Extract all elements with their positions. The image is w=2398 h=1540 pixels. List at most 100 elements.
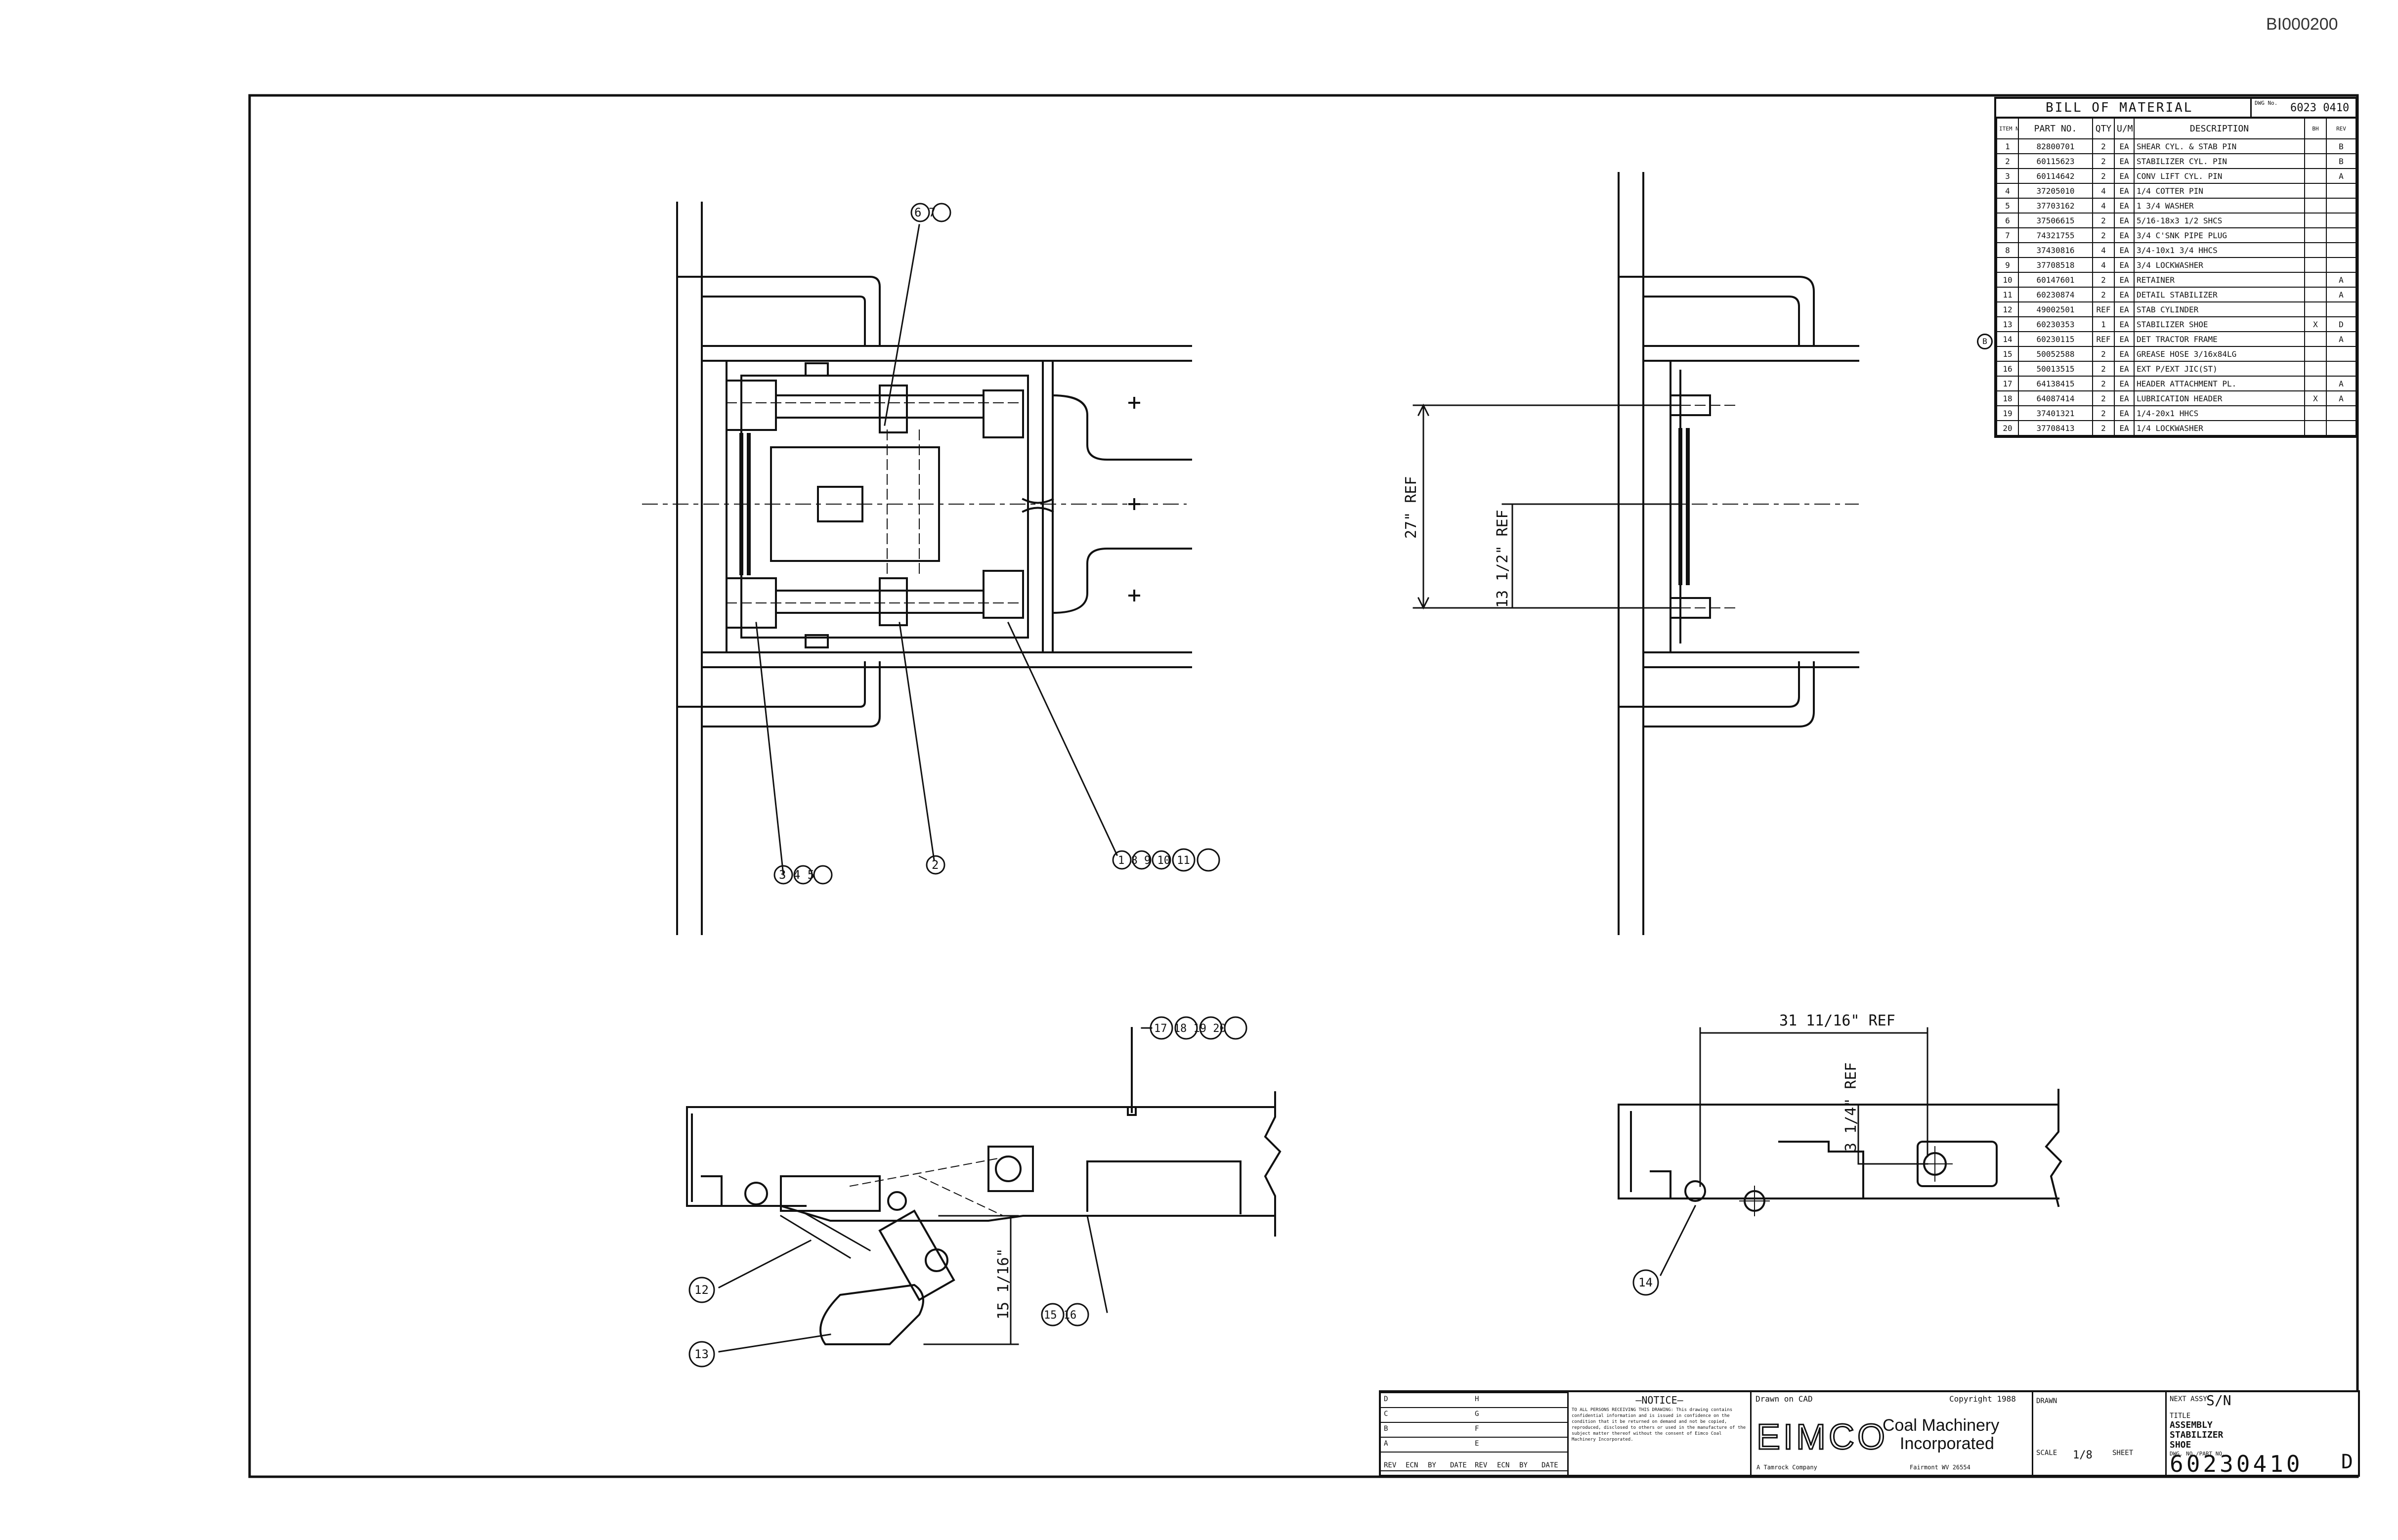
bom-cell [2304, 227, 2327, 243]
revision-cell: C [1384, 1410, 1388, 1418]
bom-cell: RETAINER [2134, 272, 2305, 288]
bom-cell: 2 [2092, 213, 2115, 228]
company-name-line2: Incorporated [1900, 1434, 1994, 1453]
plan-view-right [1618, 172, 1859, 935]
notice-body: TO ALL PERSONS RECEIVING THIS DRAWING: T… [1572, 1408, 1746, 1442]
bom-cell: 37708413 [2018, 420, 2093, 436]
bom-cell: A [2326, 272, 2356, 288]
bom-cell: 1/4 COTTER PIN [2134, 183, 2305, 199]
dimension-27 [1413, 403, 1681, 610]
title-line3: SHOE [2170, 1440, 2191, 1450]
bom-cell: EA [2114, 213, 2135, 228]
bom-cell: 2 [2092, 153, 2115, 169]
balloon-14: 14 [1638, 1276, 1653, 1289]
bom-cell: 2 [2092, 420, 2115, 436]
bom-cell: EA [2114, 227, 2135, 243]
revision-header-cell: REV [1475, 1461, 1488, 1469]
bom-cell: EA [2114, 168, 2135, 184]
bom-cell [2304, 153, 2327, 169]
bom-cell: 1 [1996, 138, 2019, 154]
bom-header-cell: PART NO. [2018, 118, 2093, 139]
bom-cell [2304, 168, 2327, 184]
bom-cell: 60115623 [2018, 153, 2093, 169]
company-sub: A Tamrock Company [1756, 1464, 1817, 1471]
bom-header-cell: DESCRIPTION [2134, 118, 2305, 139]
bom-cell: 8 [1996, 242, 2019, 258]
document-id: BI000200 [2266, 15, 2338, 34]
drawing-border [248, 94, 2359, 1478]
revision-cell: D [1384, 1395, 1388, 1403]
bom-cell: 9 [1996, 257, 2019, 273]
bom-cell [2304, 376, 2327, 391]
serial-number: S/N [2206, 1392, 2231, 1409]
revision-header-cell: ECN [1406, 1461, 1418, 1469]
revision-header-cell: DATE [1542, 1461, 1558, 1469]
plan-view-left [642, 202, 1192, 935]
revision-header-cell: BY [1519, 1461, 1528, 1469]
bom-cell: 10 [1996, 272, 2019, 288]
revision-grid-line [1381, 1407, 1569, 1408]
bom-cell: 60230115 [2018, 331, 2093, 347]
eimco-logo: EIMCO [1756, 1417, 1888, 1458]
title-line1: ASSEMBLY [2170, 1420, 2213, 1430]
drawn-on-cad: Drawn on CAD [1756, 1394, 1813, 1404]
bom-cell: 6 [1996, 213, 2019, 228]
bom-cell [2326, 213, 2356, 228]
bom-cell: 64138415 [2018, 376, 2093, 391]
revision-cell: A [1384, 1440, 1388, 1448]
bom-cell: EA [2114, 316, 2135, 332]
bom-cell: 17 [1996, 376, 2019, 391]
bom-cell: 3/4 C'SNK PIPE PLUG [2134, 227, 2305, 243]
bom-cell: EA [2114, 257, 2135, 273]
bom-cell: X [2304, 316, 2327, 332]
bom-cell: 2 [2092, 287, 2115, 302]
drawing-number: 60230410 [2170, 1451, 2303, 1477]
leaders-top-left [755, 224, 1118, 876]
bom-cell: DET TRACTOR FRAME [2134, 331, 2305, 347]
scale-label: SCALE [2036, 1449, 2057, 1457]
bom-cell: 20 [1996, 420, 2019, 436]
dim-15: 15 1/16" [995, 1248, 1012, 1320]
bom-cell: GREASE HOSE 3/16x84LG [2134, 346, 2305, 362]
bom-cell: 14 [1996, 331, 2019, 347]
bom-cell: EA [2114, 361, 2135, 377]
revision-grid-line [1381, 1392, 1569, 1393]
bom-cell: 13 [1996, 316, 2019, 332]
notice-title: —NOTICE— [1635, 1394, 1683, 1406]
bom-cell [2304, 272, 2327, 288]
bom-cell: 37401321 [2018, 405, 2093, 421]
bom-dwg-number: 6023 0410 [2290, 102, 2350, 114]
bom-cell: 82800701 [2018, 138, 2093, 154]
bom-cell: 2 [2092, 168, 2115, 184]
company-city: Fairmont WV 26554 [1910, 1464, 1970, 1471]
bom-cell: 64087414 [2018, 390, 2093, 406]
bom-cell [2326, 420, 2356, 436]
bom-cell: A [2326, 331, 2356, 347]
bom-cell: 60230353 [2018, 316, 2093, 332]
revision-grid-line [1381, 1470, 1569, 1471]
bom-cell: 2 [1996, 153, 2019, 169]
revision-cell: B [1384, 1425, 1388, 1433]
bom-cell: HEADER ATTACHMENT PL. [2134, 376, 2305, 391]
bom-cell: 2 [2092, 272, 2115, 288]
revision-header-cell: REV [1384, 1461, 1397, 1469]
bom-cell: 74321755 [2018, 227, 2093, 243]
bom-cell: 2 [2092, 405, 2115, 421]
title-info-block: NEXT ASSY S/N TITLE ASSEMBLY STABILIZER … [2167, 1392, 2358, 1477]
bom-cell: 60114642 [2018, 168, 2093, 184]
bom-cell: 3/4 LOCKWASHER [2134, 257, 2305, 273]
bom-cell: D [2326, 316, 2356, 332]
bom-cell: LUBRICATION HEADER [2134, 390, 2305, 406]
revision-cell: H [1475, 1395, 1479, 1403]
bom-cell: 11 [1996, 287, 2019, 302]
bom-header-cell: ITEM NO. [1996, 118, 2019, 139]
balloon-6-7: 6 7 [914, 206, 936, 219]
